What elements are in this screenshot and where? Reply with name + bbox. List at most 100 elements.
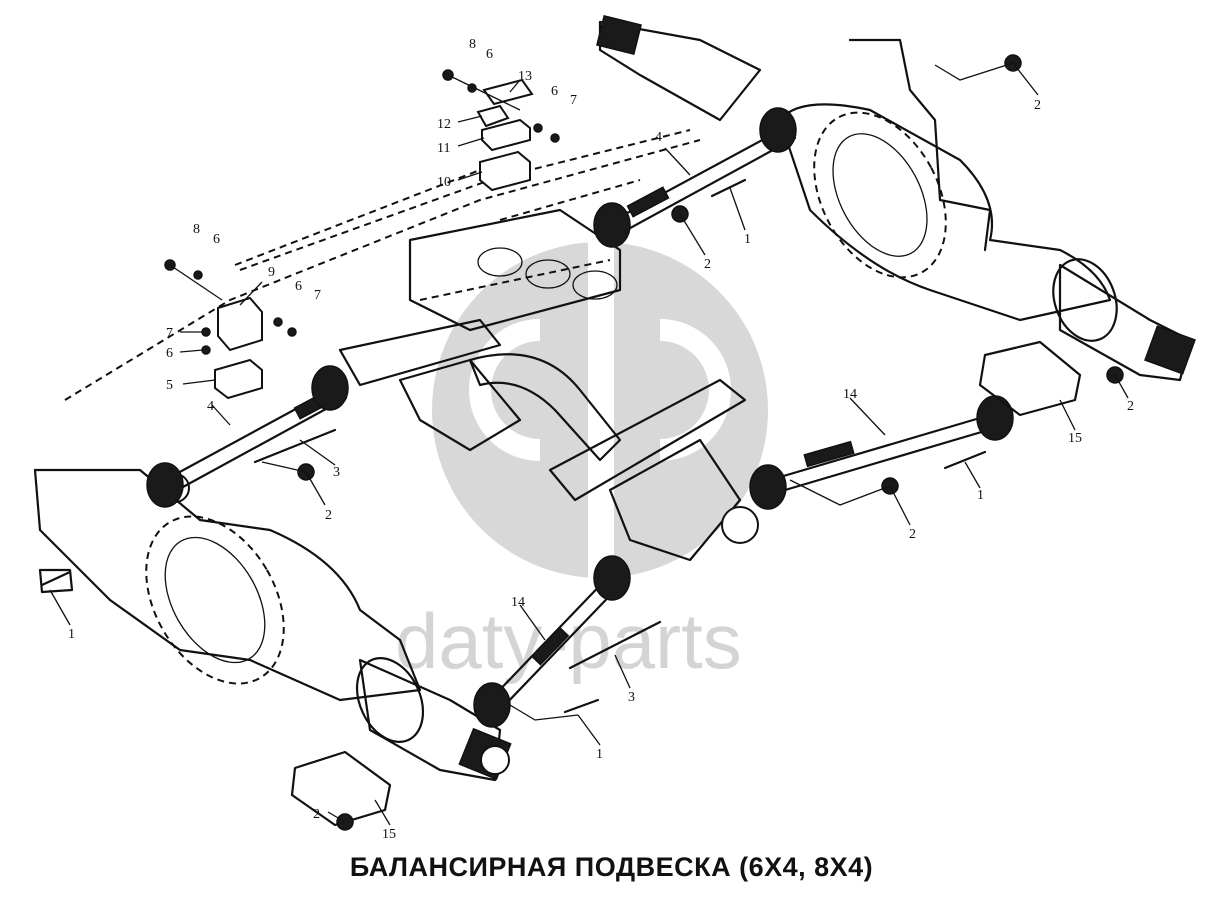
leader-4-top bbox=[664, 147, 691, 176]
v-rod-14-right bbox=[768, 413, 992, 482]
leader-8-left-chain bbox=[169, 264, 223, 301]
nut-6-left-b bbox=[201, 345, 211, 355]
nut-7-right bbox=[287, 327, 297, 337]
leader-3-left bbox=[299, 439, 336, 466]
callout-14-lower: 14 bbox=[511, 595, 525, 610]
callout-4-left: 4 bbox=[207, 399, 214, 414]
callout-15-bottom: 15 bbox=[382, 827, 396, 842]
callout-1-lower: 1 bbox=[596, 747, 603, 762]
leader-2-left-b bbox=[261, 461, 307, 473]
v-rod-14-lower-b bbox=[500, 581, 624, 710]
right-balancer-bracket bbox=[608, 438, 742, 562]
crossmember-hole-1 bbox=[477, 247, 523, 277]
callout-7-right: 7 bbox=[314, 288, 321, 303]
leader-2-center bbox=[679, 213, 706, 256]
diagram-caption: БАЛАНСИРНАЯ ПОДВЕСКА (6X4, 8X4) bbox=[349, 852, 874, 882]
v-rod-14-right-spline bbox=[803, 440, 855, 468]
part-5-pad bbox=[214, 358, 263, 400]
callout-labels: 8 6 13 6 7 12 11 10 4 2 1 2 8 6 9 6 7 7 … bbox=[68, 37, 1134, 842]
callout-1-right: 1 bbox=[977, 488, 984, 503]
leader-6-left bbox=[179, 349, 204, 353]
rear-axle-differential bbox=[813, 111, 947, 279]
rear-axle-left-tube bbox=[598, 20, 762, 122]
balancer-shaft bbox=[468, 353, 622, 462]
callout-2-left: 2 bbox=[325, 508, 332, 523]
nut-6-right bbox=[273, 317, 283, 327]
v-rod-14-lower-spline bbox=[530, 626, 570, 666]
rear-axle-bracket bbox=[848, 38, 992, 252]
frame-rail-outer bbox=[234, 169, 481, 266]
part-9-bracket bbox=[217, 296, 263, 352]
bushing-right-v-end bbox=[976, 395, 1014, 441]
rod-end-bushings bbox=[146, 107, 1014, 728]
leader-10 bbox=[457, 171, 483, 181]
rear-axle-left-spline bbox=[596, 14, 642, 56]
bolt-3-lower bbox=[568, 620, 662, 670]
bolts bbox=[40, 178, 987, 714]
crossmember-hole-3 bbox=[572, 270, 618, 300]
right-balancer-plate bbox=[548, 378, 747, 502]
leader-2-top-right bbox=[1012, 62, 1039, 96]
callout-2-top-right: 2 bbox=[1034, 98, 1041, 113]
pad-15-right bbox=[978, 340, 1082, 417]
front-axle-right-tube bbox=[358, 658, 502, 782]
callout-3-left: 3 bbox=[333, 465, 340, 480]
watermark: daty-parts bbox=[395, 240, 768, 685]
callout-6-left: 6 bbox=[213, 232, 220, 247]
callout-2-right: 2 bbox=[1127, 399, 1134, 414]
rear-axle-differential-inner bbox=[832, 133, 928, 257]
right-balancer-hub bbox=[721, 506, 759, 544]
leader-1-lower-b bbox=[509, 704, 579, 721]
callout-4-top: 4 bbox=[655, 130, 662, 145]
balancer-assembly bbox=[338, 208, 759, 562]
upper-rod-4-top-spline bbox=[626, 186, 670, 218]
callout-8-top: 8 bbox=[469, 37, 476, 52]
leader-15-bottom bbox=[374, 799, 391, 826]
v-rod-14-right-b bbox=[773, 426, 997, 495]
exploded-parts bbox=[164, 69, 560, 400]
leader-2-top-right-b bbox=[934, 62, 1014, 81]
bushing-top-left bbox=[593, 202, 631, 248]
callout-1-left: 1 bbox=[68, 627, 75, 642]
nut-7-mid bbox=[550, 133, 560, 143]
callout-12: 12 bbox=[437, 117, 451, 132]
callout-11: 11 bbox=[437, 141, 450, 156]
callout-10: 10 bbox=[437, 175, 451, 190]
callout-2-bottom: 2 bbox=[313, 807, 320, 822]
nut-7-left bbox=[201, 327, 211, 337]
callout-14-right: 14 bbox=[843, 387, 857, 402]
front-axle-differential bbox=[145, 515, 285, 685]
leader-4-left bbox=[211, 404, 231, 426]
front-axle-housing bbox=[33, 468, 422, 702]
reaction-rods bbox=[163, 123, 997, 710]
callout-13: 13 bbox=[518, 69, 532, 84]
callout-7-mid: 7 bbox=[570, 93, 577, 108]
leader-1-right bbox=[964, 461, 981, 489]
rear-axle-housing bbox=[778, 103, 1112, 322]
leader-8-chain bbox=[447, 74, 521, 111]
bushing-left-lower bbox=[146, 462, 184, 508]
left-balancer-plate bbox=[338, 318, 502, 387]
rear-axle-right-spline bbox=[1144, 325, 1196, 375]
pad-15-lower bbox=[290, 750, 392, 827]
rear-axle-right-tube bbox=[1058, 263, 1192, 382]
crossmember-top bbox=[499, 179, 641, 221]
bolt-1-top bbox=[710, 178, 747, 198]
part-12-block bbox=[476, 104, 510, 128]
front-axle bbox=[33, 468, 512, 782]
leader-1-lower bbox=[577, 714, 601, 746]
leader-2-bottom bbox=[327, 811, 346, 823]
callout-5: 5 bbox=[166, 378, 173, 393]
nut-6-mid bbox=[533, 123, 543, 133]
watermark-logo-letters bbox=[469, 319, 731, 461]
rear-axle-right-hub bbox=[1052, 258, 1118, 342]
bushing-lower-v bbox=[593, 555, 631, 601]
bolt-1-left bbox=[40, 570, 72, 587]
nut-6-left bbox=[193, 270, 203, 280]
leader-12 bbox=[457, 115, 483, 123]
left-frame-rail bbox=[64, 139, 701, 401]
crossmember-lower bbox=[419, 259, 611, 301]
leader-lines bbox=[49, 62, 1129, 826]
callout-2-mid: 2 bbox=[909, 527, 916, 542]
